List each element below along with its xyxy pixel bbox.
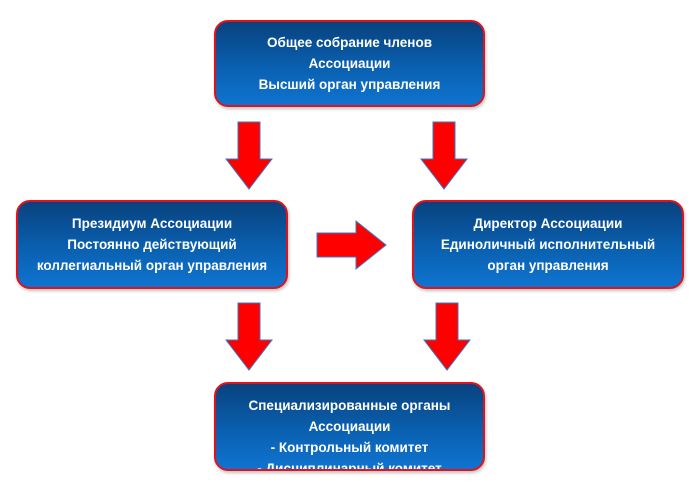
box-line: Президиум Ассоциации bbox=[71, 216, 233, 231]
general-meeting-box: Общее собрание членов Ассоциации Высший … bbox=[214, 20, 485, 107]
box-line: Высший орган управления bbox=[258, 77, 441, 92]
presidium-box: Президиум Ассоциации Постоянно действующ… bbox=[16, 200, 288, 289]
box-line: Директор Ассоциации bbox=[473, 216, 623, 231]
arrow-down-icon bbox=[224, 302, 274, 371]
box-line: орган управления bbox=[487, 258, 609, 273]
box-line: Постоянно действующий bbox=[67, 237, 237, 252]
box-line: Ассоциации bbox=[308, 419, 391, 434]
director-box: Директор Ассоциации Единоличный исполнит… bbox=[412, 200, 684, 289]
arrow-down-icon bbox=[419, 121, 469, 190]
box-line: - Контрольный комитет bbox=[270, 440, 429, 455]
arrow-right-icon bbox=[316, 219, 387, 271]
box-line: Ассоциации bbox=[308, 56, 391, 71]
arrow-down-icon bbox=[224, 121, 274, 190]
box-line: Общее собрание членов bbox=[267, 35, 432, 50]
box-line: Единоличный исполнительный bbox=[440, 237, 656, 252]
box-line: Специализированные органы bbox=[248, 398, 451, 413]
box-line: - Дисциплинарный комитет bbox=[257, 461, 442, 471]
arrow-down-icon bbox=[422, 302, 472, 371]
box-line: коллегиальный орган управления bbox=[36, 258, 268, 273]
specialized-bodies-box: Специализированные органы Ассоциации - К… bbox=[214, 382, 485, 471]
